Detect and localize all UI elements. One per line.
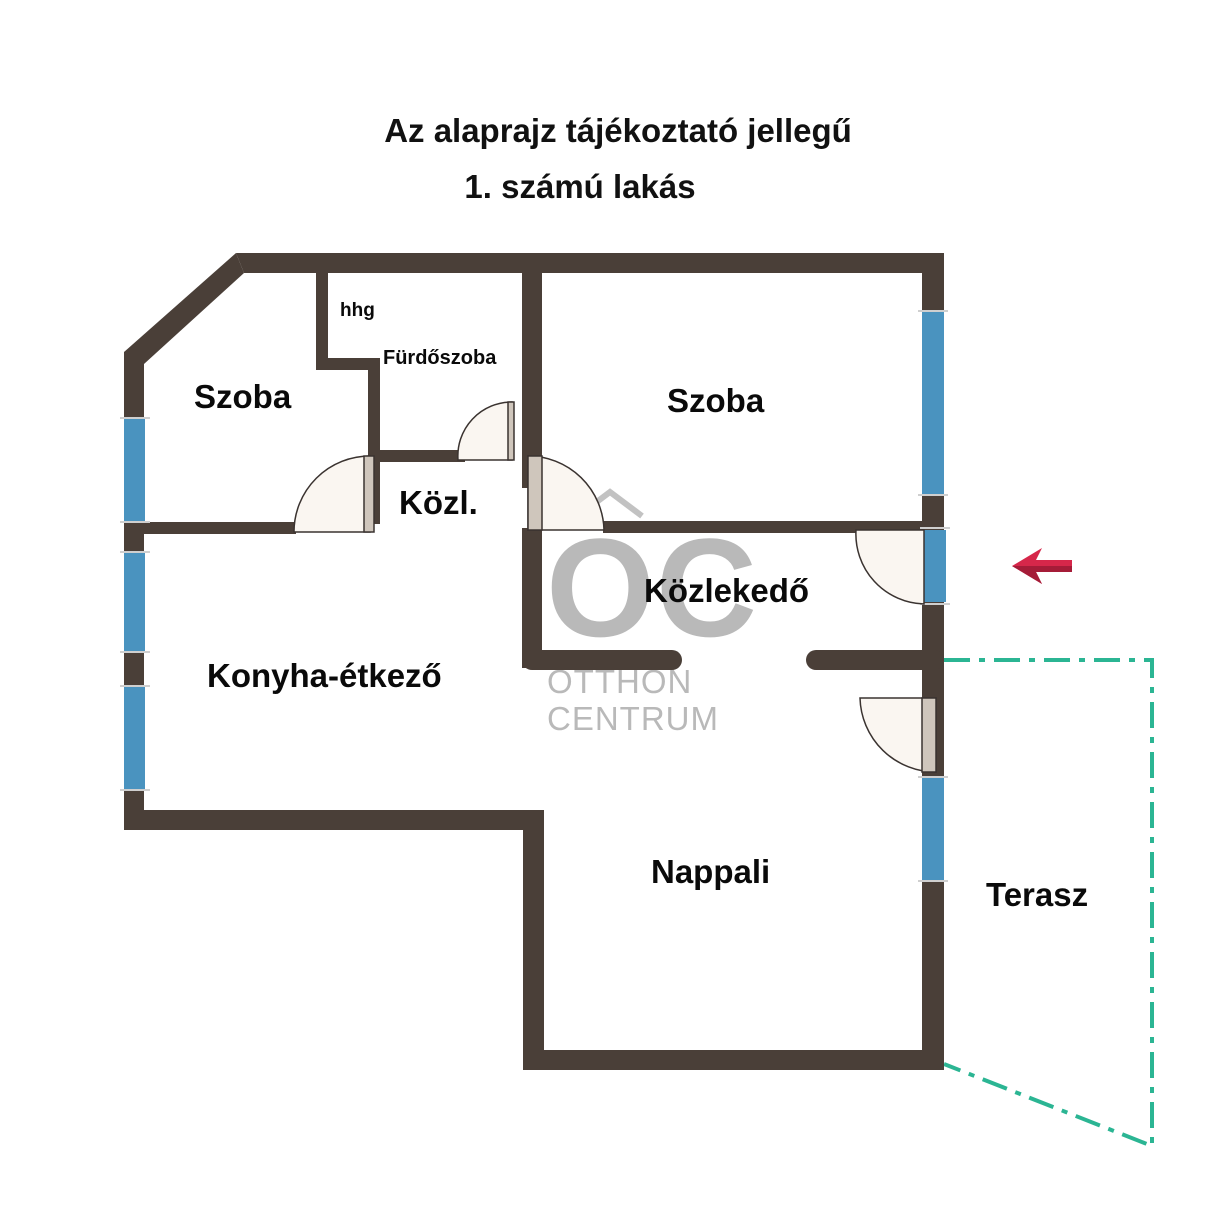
door-swing-icon (859, 697, 937, 773)
doors (293, 401, 937, 773)
walls (124, 253, 944, 1070)
door-swing-icon (457, 401, 515, 461)
terrace-outline (943, 658, 1154, 1149)
watermark-monogram: OC (546, 509, 758, 666)
room-label-right-room: Szoba (667, 382, 765, 419)
room-label-small-hall: Közl. (399, 484, 478, 521)
room-label-left-room: Szoba (194, 378, 292, 415)
window-right-room (922, 311, 944, 495)
door-swing-icon (855, 529, 925, 605)
room-label-hhg: hhg (340, 300, 375, 321)
windows (120, 310, 950, 882)
door-swing-icon (527, 455, 605, 531)
room-label-terrace: Terasz (986, 876, 1088, 913)
room-label-living: Nappali (651, 853, 770, 890)
room-label-bathroom: Fürdőszoba (383, 347, 497, 369)
plan-title: Az alaprajz tájékoztató jellegű (384, 112, 852, 149)
plan-subtitle: 1. számú lakás (464, 168, 696, 205)
room-label-kitchen: Konyha-étkező (207, 657, 442, 694)
wall-top (236, 253, 944, 273)
door-swing-icon (293, 455, 375, 533)
window-living (922, 777, 944, 881)
window-kitchen-2 (124, 686, 145, 790)
window-left-room (124, 418, 145, 522)
entrance-arrow-icon (1012, 548, 1072, 584)
wall-diagonal (124, 253, 244, 364)
room-label-hall: Közlekedő (644, 572, 809, 609)
window-kitchen-1 (124, 552, 145, 652)
watermark-line2: CENTRUM (547, 700, 719, 737)
entrance-door-glass (924, 530, 946, 602)
